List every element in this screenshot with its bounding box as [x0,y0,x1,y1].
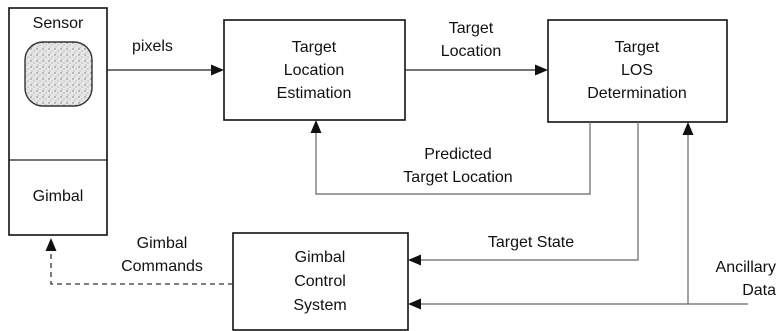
pixels-label: pixels [132,38,173,55]
control-line-3: System [293,297,346,314]
los-line-3: Determination [587,85,687,102]
sensor-detector-icon [24,41,93,107]
control-box [232,232,409,331]
target-state-arrow-line [420,122,639,261]
target-state-flow: Target State [408,122,639,266]
predicted-label-1: Predicted [424,146,492,163]
predicted-arrowhead [310,120,322,133]
target-los-determination-block: Target LOS Determination [547,19,728,123]
gimbal-control-system-block: Gimbal Control System [232,232,409,331]
target-state-arrowhead [408,254,421,266]
ancillary-label-2: Data [742,282,776,299]
target-location-flow: Target Location [405,20,548,76]
pixels-flow: pixels [107,38,224,76]
control-line-1: Gimbal [295,249,346,266]
sensor-gimbal-unit: Sensor Gimbal [8,7,108,236]
estimation-line-2: Location [284,62,345,79]
estimation-line-3: Estimation [277,85,352,102]
los-line-2: LOS [621,62,653,79]
target-location-arrowhead [535,64,548,76]
gimbal-commands-arrowhead [45,238,57,251]
target-location-label-2: Location [441,43,502,60]
gimbal-commands-arrow-line [50,250,233,285]
target-location-estimation-block: Target Location Estimation [223,19,406,121]
ancillary-label-1: Ancillary [716,259,776,276]
gimbal-commands-flow: Gimbal Commands [45,235,233,285]
estimation-box [223,19,406,121]
predicted-arrow-line [315,122,591,195]
ancillary-data-flow: Ancillary Data [408,122,776,310]
ancillary-to-los-arrowhead [682,122,694,135]
gimbal-commands-label-1: Gimbal [137,235,188,252]
predicted-target-location-flow: Predicted Target Location [310,120,591,195]
pixels-arrowhead [211,64,224,76]
ancillary-to-control-arrowhead [408,298,421,310]
estimation-line-1: Target [292,39,337,56]
target-state-label: Target State [488,234,574,251]
gimbal-commands-label-2: Commands [121,258,203,275]
predicted-label-2: Target Location [403,169,512,186]
los-line-1: Target [615,39,660,56]
control-line-2: Control [294,273,346,290]
gimbal-label: Gimbal [33,188,84,205]
target-location-label-1: Target [449,20,494,37]
sensor-label: Sensor [33,15,84,32]
